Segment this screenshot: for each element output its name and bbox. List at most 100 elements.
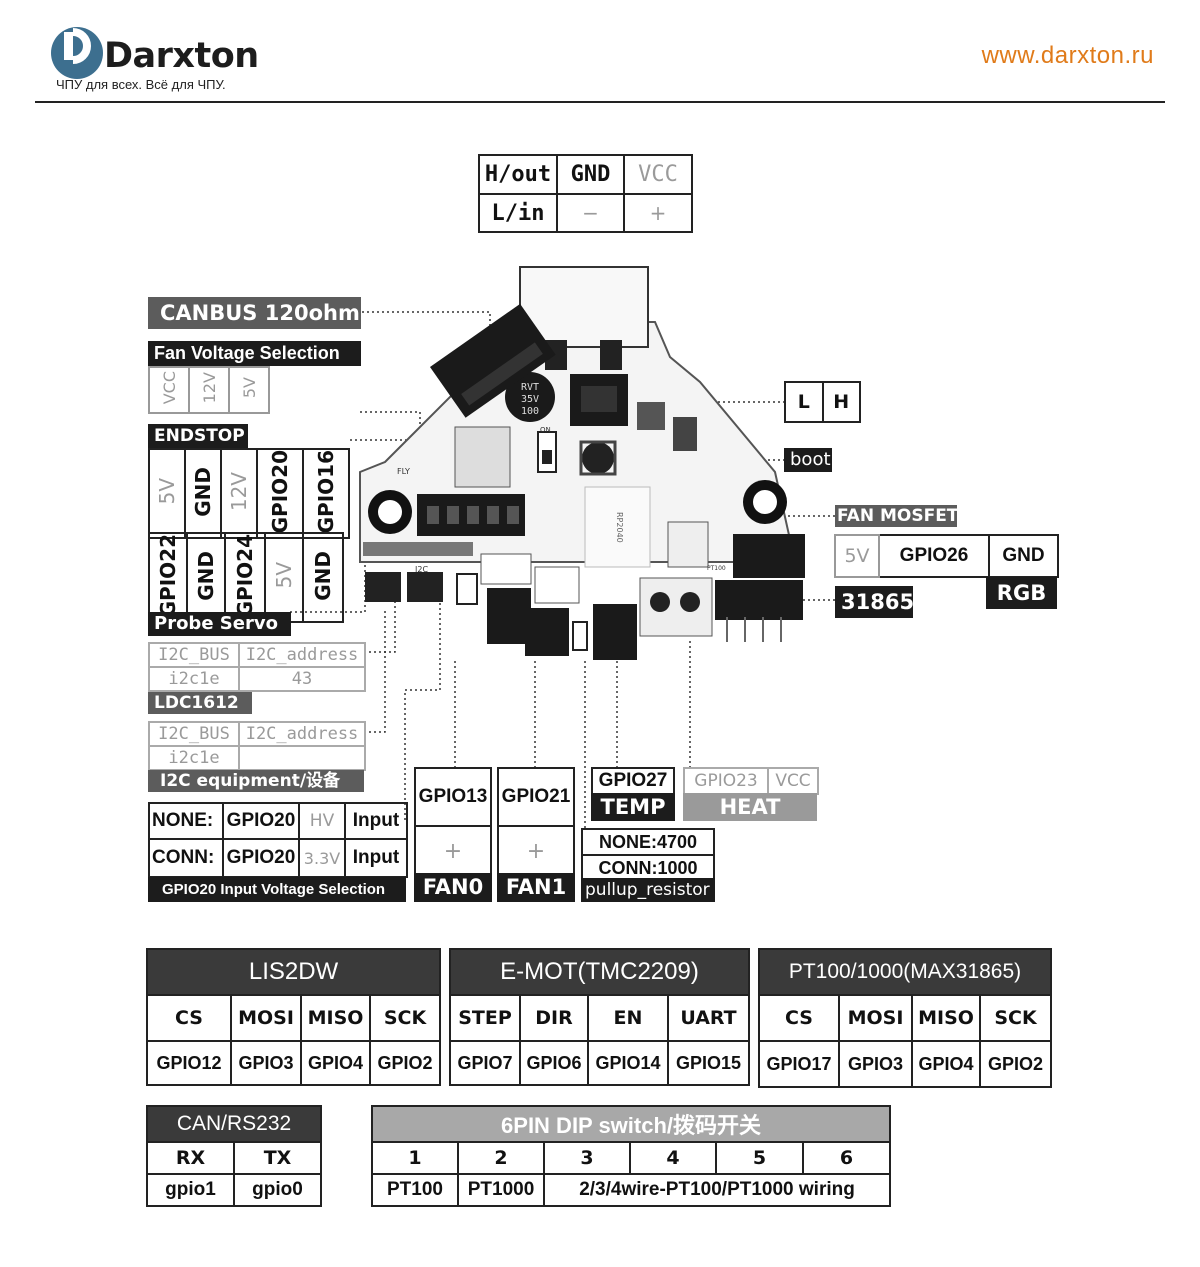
- dip-val-pt1000: PT1000: [457, 1173, 545, 1207]
- probe-gpio22: GPIO22: [156, 534, 180, 618]
- logo-tagline: ЧПУ для всех. Всё для ЧПУ.: [56, 77, 226, 92]
- fan0-plus: +: [414, 825, 492, 877]
- temp-pin: GPIO27: [591, 767, 675, 795]
- heat-table: GPIO23 VCC: [683, 767, 819, 795]
- site-url-link[interactable]: www.darxton.ru: [981, 42, 1154, 69]
- probe-gnd: GND: [194, 550, 218, 601]
- lis2dw-head-miso: MISO: [300, 994, 371, 1042]
- tmc-head-en: EN: [587, 994, 669, 1042]
- probe-servo-pin-table: GPIO22 GND GPIO24 5V GND: [148, 531, 344, 624]
- fan-voltage-12v: 12V: [199, 372, 219, 404]
- l-pin: L: [784, 381, 824, 423]
- endstop-gnd: GND: [191, 466, 215, 517]
- tmc-head-uart: UART: [667, 994, 750, 1042]
- dip-num-3: 3: [543, 1141, 631, 1175]
- endstop-title: ENDSTOP: [148, 424, 248, 448]
- fan1-label: FAN1: [497, 873, 575, 902]
- temp-label: TEMP: [591, 793, 675, 821]
- pcb-on-text: ON: [540, 426, 551, 434]
- power-gnd: GND: [556, 154, 625, 195]
- header-divider: [35, 101, 1165, 103]
- max31865-label: 31865: [835, 586, 914, 618]
- pt100-val-cs: GPIO17: [758, 1040, 840, 1088]
- ldc-bus-header: I2C_BUS: [148, 642, 240, 668]
- pcb-cap-text-3: 100: [521, 406, 539, 417]
- pullup-resistor-table: NONE:4700 CONN:1000: [581, 828, 715, 882]
- h-pin: H: [821, 381, 861, 423]
- temp-table: GPIO27: [591, 767, 675, 795]
- fan1-plus: +: [497, 825, 575, 877]
- rgb-pin-table: 5V GPIO26 GND: [834, 534, 1059, 578]
- rgb-label: RGB: [986, 577, 1057, 609]
- logo-name: Darxton: [104, 36, 259, 76]
- endstop-pin-table: 5V GND 12V GPIO20 GPIO16: [148, 447, 350, 540]
- can-val-tx: gpio0: [232, 1173, 323, 1207]
- gpio20-none-pin: GPIO20: [222, 802, 300, 840]
- endstop-12v: 12V: [227, 472, 251, 512]
- pcb-pt100-text: PT100: [707, 565, 726, 572]
- tmc2209-table: E-MOT(TMC2209) STEP DIR EN UART GPIO7 GP…: [449, 948, 750, 1086]
- lis2dw-head-cs: CS: [146, 994, 232, 1042]
- pt100-head-mosi: MOSI: [838, 994, 913, 1042]
- lis2dw-val-mosi: GPIO3: [230, 1040, 302, 1086]
- pullup-none: NONE:4700: [581, 828, 715, 856]
- lh-table: L H: [784, 381, 861, 423]
- tmc-val-step: GPIO7: [449, 1040, 521, 1086]
- pcb-fly-text: FLY: [397, 467, 410, 476]
- dip-val-wiring: 2/3/4wire-PT100/PT1000 wiring: [542, 1173, 892, 1207]
- servo-gnd: GND: [311, 550, 335, 601]
- ldc1612-table: I2C_BUS I2C_address i2c1e 43: [148, 642, 366, 692]
- dip-val-pt100: PT100: [371, 1173, 459, 1207]
- pt100-title: PT100/1000(MAX31865): [758, 948, 1052, 996]
- pcb-cap-text-2: 35V: [521, 394, 539, 405]
- i2c-equip-bus-header: I2C_BUS: [148, 721, 240, 747]
- rgb-gnd: GND: [988, 534, 1059, 578]
- i2c-equipment-table: I2C_BUS I2C_address i2c1e: [148, 721, 366, 771]
- fan0-table: GPIO13 +: [414, 767, 492, 877]
- pcb-cap-text-1: RVT: [521, 382, 539, 393]
- dip-num-1: 1: [371, 1141, 459, 1175]
- gpio20-voltage-table: NONE: GPIO20 HV Input CONN: GPIO20 3.3V …: [148, 802, 408, 878]
- fan-voltage-title: Fan Voltage Selection: [148, 341, 361, 366]
- tmc2209-title: E-MOT(TMC2209): [449, 948, 750, 996]
- pt100-val-miso: GPIO4: [911, 1040, 981, 1088]
- fan-voltage-vcc: VCC: [159, 371, 179, 405]
- can-rs232-table: CAN/RS232 RX TX gpio1 gpio0: [145, 1105, 323, 1207]
- ldc-bus-value: i2c1e: [148, 666, 240, 692]
- dip-num-5: 5: [715, 1141, 804, 1175]
- pt100-max31865-table: PT100/1000(MAX31865) CS MOSI MISO SCK GP…: [758, 948, 1052, 1088]
- gpio20-conn-pin: GPIO20: [222, 838, 300, 878]
- servo-5v: 5V: [272, 562, 296, 589]
- ldc-addr-header: I2C_address: [238, 642, 366, 668]
- tmc-val-dir: GPIO6: [519, 1040, 589, 1086]
- gpio20-voltage-label: GPIO20 Input Voltage Selection: [148, 877, 406, 902]
- endstop-gpio16: GPIO16: [314, 450, 338, 534]
- lis2dw-val-miso: GPIO4: [300, 1040, 371, 1086]
- gpio20-conn-mode: Input: [344, 838, 408, 878]
- fan0-pin: GPIO13: [414, 767, 492, 827]
- i2c-equip-bus-value: i2c1e: [148, 745, 240, 771]
- probe-servo-label: Probe Servo: [148, 612, 291, 636]
- gpio20-none-mode: Input: [344, 802, 408, 840]
- pt100-head-cs: CS: [758, 994, 840, 1042]
- rgb-gpio26: GPIO26: [878, 534, 990, 578]
- can-head-rx: RX: [146, 1141, 235, 1175]
- probe-gpio24: GPIO24: [233, 534, 257, 618]
- pt100-val-mosi: GPIO3: [838, 1040, 913, 1088]
- heat-vcc: VCC: [767, 767, 819, 795]
- power-minus: −: [556, 193, 625, 233]
- fan-mosfet-label: FAN MOSFET: [835, 505, 959, 527]
- darxton-logo-icon: [51, 27, 103, 79]
- canbus-label: CANBUS 120ohm: [148, 297, 361, 329]
- pt100-val-sck: GPIO2: [979, 1040, 1052, 1088]
- dip-num-4: 4: [629, 1141, 717, 1175]
- endstop-gpio20: GPIO20: [268, 450, 292, 534]
- gpio20-conn: CONN:: [148, 838, 224, 878]
- dip-num-6: 6: [801, 1141, 892, 1175]
- power-plus: +: [623, 193, 693, 233]
- boot-label: boot: [784, 448, 832, 472]
- can-rs232-title: CAN/RS232: [145, 1105, 323, 1143]
- gpio20-conn-voltage: 3.3V: [298, 838, 346, 878]
- fan0-label: FAN0: [414, 873, 492, 902]
- lis2dw-head-mosi: MOSI: [230, 994, 302, 1042]
